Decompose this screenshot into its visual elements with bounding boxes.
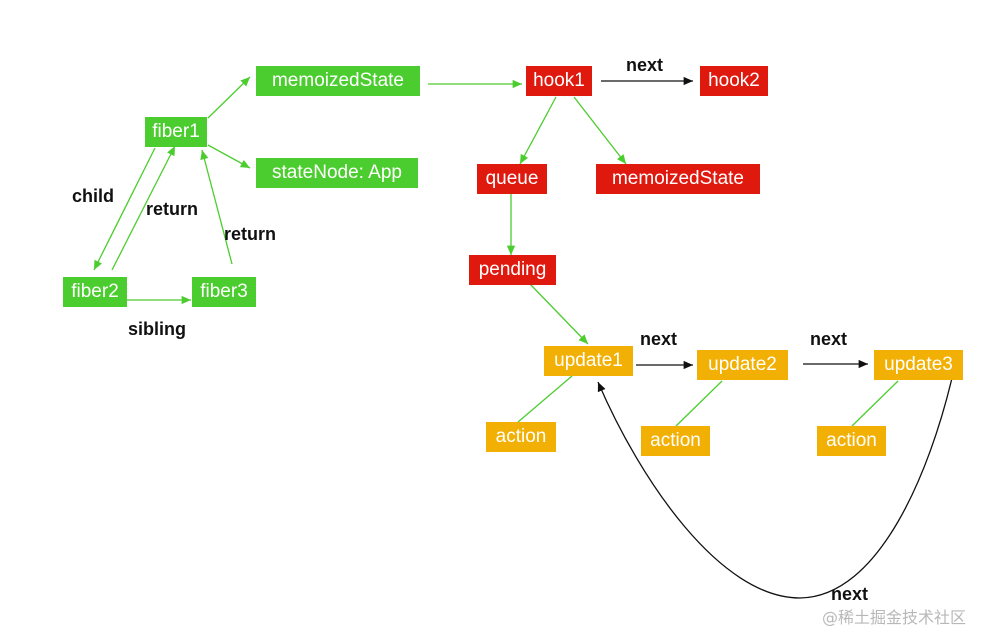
edge-update2-action <box>675 380 723 427</box>
hook2-node: hook2 <box>700 66 768 96</box>
edge-update3-update1-next <box>597 377 953 599</box>
edge-fiber3-fiber1-return <box>200 149 233 265</box>
edge-fiber1-memoizedstate <box>207 76 251 119</box>
update3-node: update3 <box>874 350 963 380</box>
child-label: child <box>72 186 115 206</box>
edge-pending-update1 <box>529 283 589 345</box>
action1-node: action <box>486 422 556 452</box>
queue-node: queue <box>477 164 547 194</box>
fiber3-node: fiber3 <box>192 277 256 307</box>
edge-fiber2-fiber1-return <box>111 145 176 271</box>
statenode-node: stateNode: App <box>256 158 418 188</box>
hook-next-label: next <box>626 55 664 75</box>
action2-node: action <box>641 426 710 456</box>
update2-node: update2 <box>697 350 788 380</box>
fiber2-node: fiber2 <box>63 277 127 307</box>
fiber-memoizedstate-node: memoizedState <box>256 66 420 96</box>
return-label-fiber3: return <box>224 224 277 244</box>
watermark: @稀土掘金技术社区 <box>822 608 967 627</box>
action3-node: action <box>817 426 886 456</box>
update1-next-label: next <box>640 329 678 349</box>
update1-node: update1 <box>544 346 633 376</box>
edge-fiber1-statenode <box>207 144 251 169</box>
pending-node: pending <box>469 255 556 285</box>
edge-hook1-queue <box>519 96 557 165</box>
return-label-fiber2: return <box>146 199 199 219</box>
update2-next-label: next <box>810 329 848 349</box>
hook1-node: hook1 <box>526 66 592 96</box>
sibling-label: sibling <box>128 319 186 339</box>
fiber1-node: fiber1 <box>145 117 207 147</box>
edge-fiber1-fiber2-child <box>93 147 156 271</box>
edge-update1-action <box>517 375 573 423</box>
edge-hook1-memoizedstate <box>573 96 627 165</box>
update3-next-label: next <box>831 584 869 604</box>
hook-memoizedstate-node: memoizedState <box>596 164 760 194</box>
edge-update3-action <box>851 380 899 427</box>
